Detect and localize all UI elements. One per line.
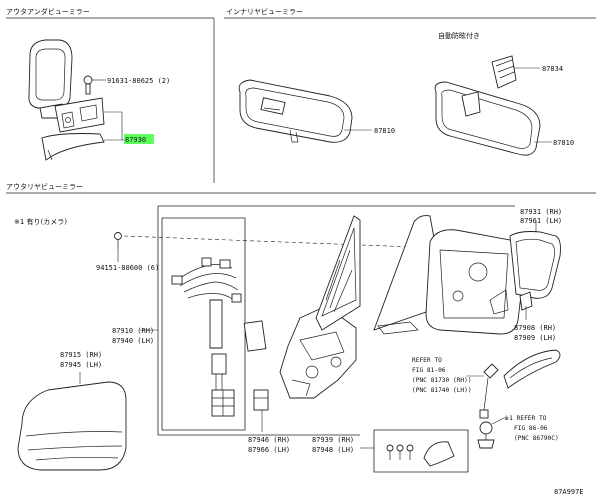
ref-note-line: (PNC 81740 (LH)) [412,387,472,394]
part-label-87810-inner[interactable]: 87810 [374,127,395,135]
mirror-glass [315,215,361,331]
auto-antiglare-mirror [434,81,541,156]
ref-note-line[interactable]: FIG 86-06 [514,425,548,432]
section-title-outer-mirror: アウタリヤビューミラー [6,182,83,191]
ref-note-line: (PNC 81730 (RH)) [412,377,472,384]
outer-mirror-cover [17,381,127,471]
ref-note-line: (PNC 86790C) [514,435,559,442]
part-label-87910: 87910 (RH) [112,327,154,335]
ref-note-line: REFER TO [412,357,442,364]
section-title-inner-mirror: インナリヤビューミラー [226,7,303,16]
under-mirror-bracket [54,97,105,133]
part-label-87915: 87915 (RH) [60,351,102,359]
camera-unit [477,421,495,449]
turn-signal-socket [479,363,499,419]
inner-rear-view-mirror [238,79,353,143]
dashed-guide-line [123,235,441,249]
motor-87946 [253,389,269,411]
note-camera: ※1 有り(カメラ) [14,217,67,226]
part-label-91631-80625: 91631-80625 (2) [107,77,170,85]
screw-94151 [114,232,122,250]
cover-garnish [423,441,455,467]
part-label-94151-80600: 94151-80600 (6) [96,264,159,272]
part-label-87946: 87946 (RH) [248,436,290,444]
label-sticker [243,320,267,352]
mirror-actuator [279,305,357,399]
subsection-title-auto-antiglare: 自動防眩付き [438,31,480,40]
part-label-87810-antiglare[interactable]: 87810 [553,139,574,147]
section-title-under-mirror: アウタアンダビューミラー [6,7,90,16]
ref-note-line[interactable]: FIG 81-06 [412,367,446,374]
leader-line [491,417,505,425]
part-label-87940: 87940 (LH) [112,337,154,345]
part-label-87931: 87931 (RH) [520,208,562,216]
part-label-87908: 87908 (RH) [514,324,556,332]
assembly-frame [157,205,515,436]
ref-note-line: ※1 REFER TO [504,415,547,422]
part-label-87948: 87948 (LH) [312,446,354,454]
mirror-glass-87931 [509,231,561,299]
part-label-87966: 87966 (LH) [248,446,290,454]
under-mirror-cover [41,133,105,161]
outer-mirror-body [373,215,525,335]
bolt-91631 [83,75,93,95]
screw-kit-frame [373,429,469,473]
subassembly-frame [161,217,246,431]
part-label-87945: 87945 (LH) [60,361,102,369]
wiring-harness [171,257,242,417]
part-label-87834[interactable]: 87834 [542,65,563,73]
figure-id: 87A997E [554,488,584,496]
part-label-87930[interactable]: 87930 [125,136,146,144]
screw-set [386,444,414,460]
mirror-cover-87834 [491,55,517,89]
part-label-87909: 87909 (LH) [514,334,556,342]
part-label-87939: 87939 (RH) [312,436,354,444]
mirror-cover-87908 [519,291,533,311]
highlight-87930 [124,134,154,144]
part-label-87961: 87961 (LH) [520,217,562,225]
side-turn-lamp [503,349,561,389]
